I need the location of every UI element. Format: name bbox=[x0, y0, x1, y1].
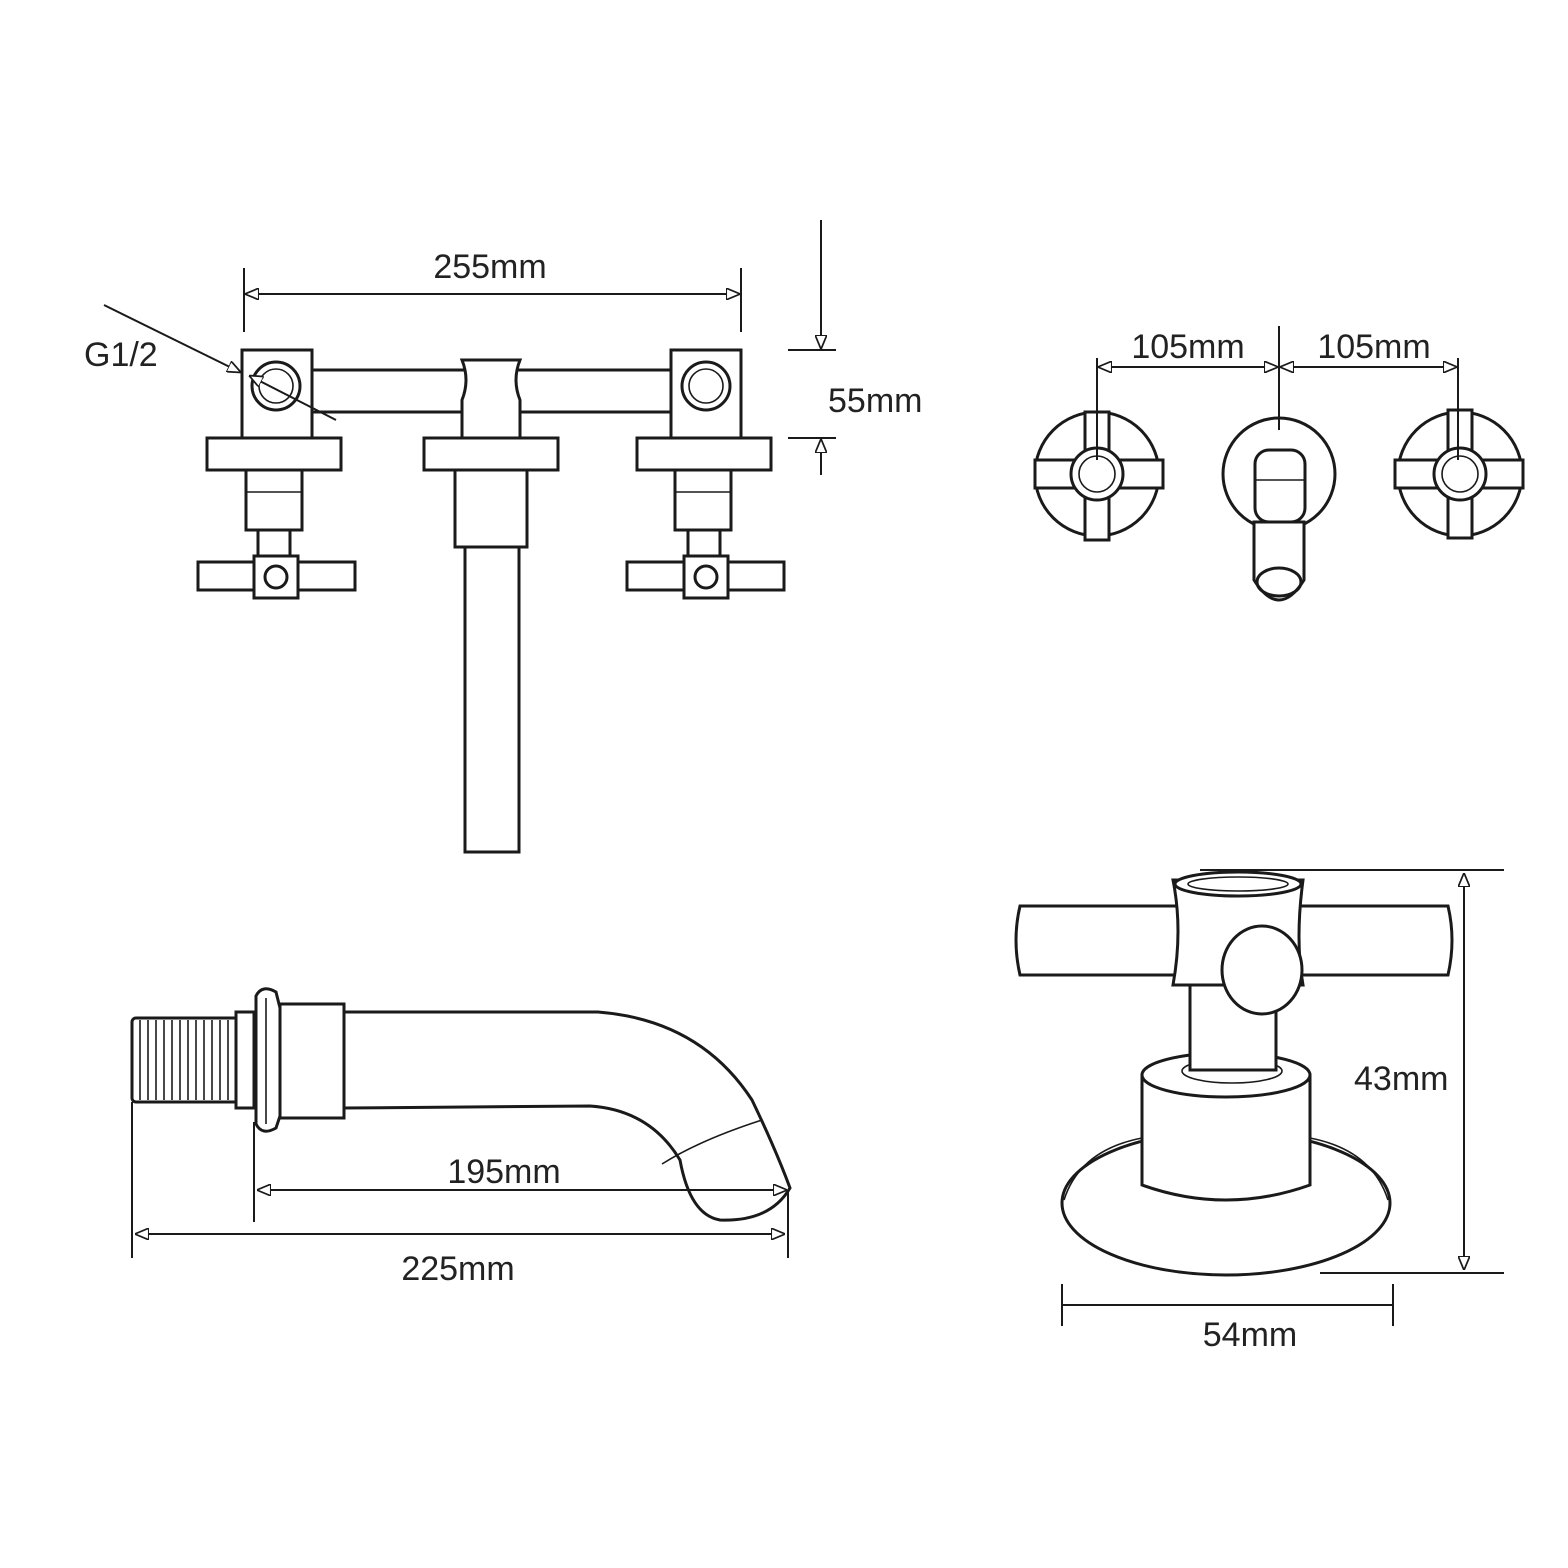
dim-225-label: 225mm bbox=[401, 1250, 514, 1288]
dim-55-label: 55mm bbox=[828, 382, 922, 420]
front-spout-connector bbox=[459, 358, 523, 440]
top-view: 105mm 105mm bbox=[1033, 326, 1525, 602]
handle-side-view: 43mm 54mm bbox=[1014, 869, 1504, 1354]
top-left-cross-handle bbox=[1033, 410, 1165, 542]
spout-thread-lines bbox=[139, 1020, 229, 1100]
front-right-inlet-inner bbox=[688, 368, 724, 404]
spout-flange bbox=[254, 987, 282, 1133]
spout-outlet-edge bbox=[661, 1119, 763, 1165]
front-left-stem bbox=[244, 468, 304, 532]
front-right-flange bbox=[635, 436, 773, 472]
handle-base-bevel-left bbox=[1063, 1137, 1143, 1201]
spout-collar bbox=[278, 1002, 346, 1120]
dim-105-left-label: 105mm bbox=[1131, 328, 1244, 366]
thread-label: G1/2 bbox=[84, 336, 158, 374]
front-view: 255mm G1/2 55mm bbox=[84, 220, 922, 854]
front-right-handle-screw bbox=[693, 564, 719, 590]
front-left-handle-screw bbox=[263, 564, 289, 590]
front-spout-sleeve bbox=[453, 468, 529, 549]
handle-end-cap bbox=[1220, 924, 1304, 1016]
handle-base-bevel-right bbox=[1309, 1137, 1389, 1201]
front-right-inlet-outer bbox=[680, 360, 732, 412]
thread-leader-line bbox=[103, 304, 240, 372]
dim-43-label: 43mm bbox=[1354, 1060, 1448, 1098]
front-right-stem bbox=[673, 468, 733, 532]
front-center-flange bbox=[422, 436, 560, 472]
top-right-cross-handle bbox=[1393, 408, 1525, 540]
dim-195-label: 195mm bbox=[447, 1153, 560, 1191]
spout-nut bbox=[234, 1010, 256, 1110]
dim-54-label: 54mm bbox=[1203, 1316, 1297, 1354]
dim-255-label: 255mm bbox=[433, 248, 546, 286]
thread-leader-arrow bbox=[250, 376, 337, 421]
top-center-spout bbox=[1221, 416, 1337, 602]
front-right-handle-hub bbox=[682, 554, 730, 600]
spout-body bbox=[342, 1010, 792, 1222]
dim-105-right-label: 105mm bbox=[1317, 328, 1430, 366]
handle-body bbox=[1140, 1073, 1312, 1202]
front-left-handle-hub bbox=[252, 554, 300, 600]
front-left-flange bbox=[205, 436, 343, 472]
spout-side-view: 195mm 225mm bbox=[130, 987, 792, 1288]
handle-hub-top bbox=[1173, 870, 1303, 898]
front-spout-pipe bbox=[463, 545, 521, 854]
